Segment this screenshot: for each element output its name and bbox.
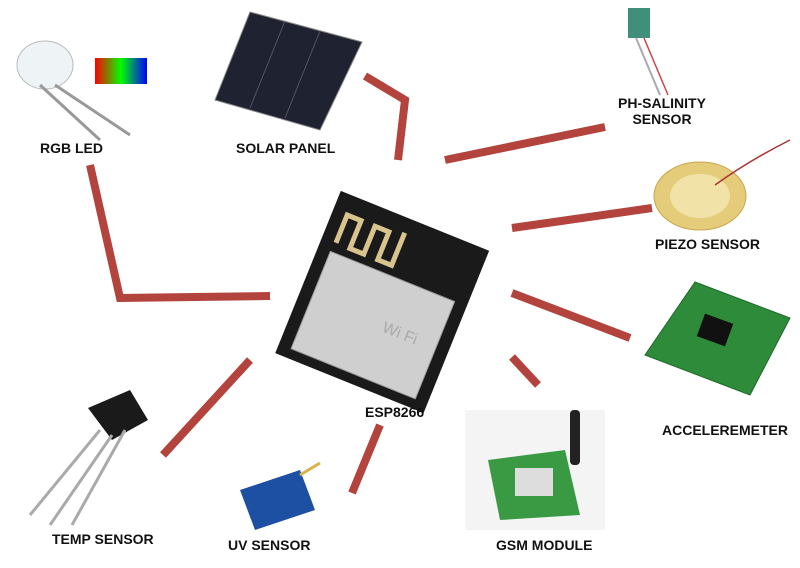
label-ph-line1: PH-SALINITY — [618, 95, 706, 111]
label-uv-sensor: UV SENSOR — [228, 537, 311, 553]
label-ph-salinity-sensor: PH-SALINITY SENSOR — [612, 95, 712, 127]
connector-rgb-led — [86, 164, 271, 303]
label-rgb-led: RGB LED — [40, 140, 103, 156]
connector-uv — [348, 423, 384, 495]
piezo-sensor-image — [653, 139, 791, 231]
label-piezo-sensor: PIEZO SENSOR — [655, 236, 761, 252]
label-accelerometer: ACCELEREMETER — [662, 422, 789, 438]
gsm-module-image — [465, 410, 605, 530]
connector-temp — [160, 357, 253, 458]
temp-sensor-image — [28, 390, 148, 526]
accelerometer-image — [644, 281, 791, 396]
esp8266-module-image: Wi Fi — [275, 190, 490, 414]
connector-accelerometer — [510, 289, 632, 342]
label-gsm-module: GSM MODULE — [496, 537, 593, 553]
label-solar-panel: SOLAR PANEL — [236, 140, 336, 156]
label-temp-sensor: TEMP SENSOR — [52, 531, 154, 547]
connector-ph-sensor — [444, 123, 606, 164]
solar-panel-image — [214, 11, 363, 131]
label-esp8266: ESP8266 — [365, 404, 425, 420]
connector-solar-panel — [362, 72, 410, 161]
ph-sensor-image — [628, 8, 669, 96]
connector-gsm — [509, 354, 541, 388]
uv-sensor-image — [240, 461, 321, 530]
label-ph-line2: SENSOR — [632, 111, 692, 127]
connector-piezo — [511, 204, 653, 232]
rgb-led-image — [16, 40, 147, 142]
